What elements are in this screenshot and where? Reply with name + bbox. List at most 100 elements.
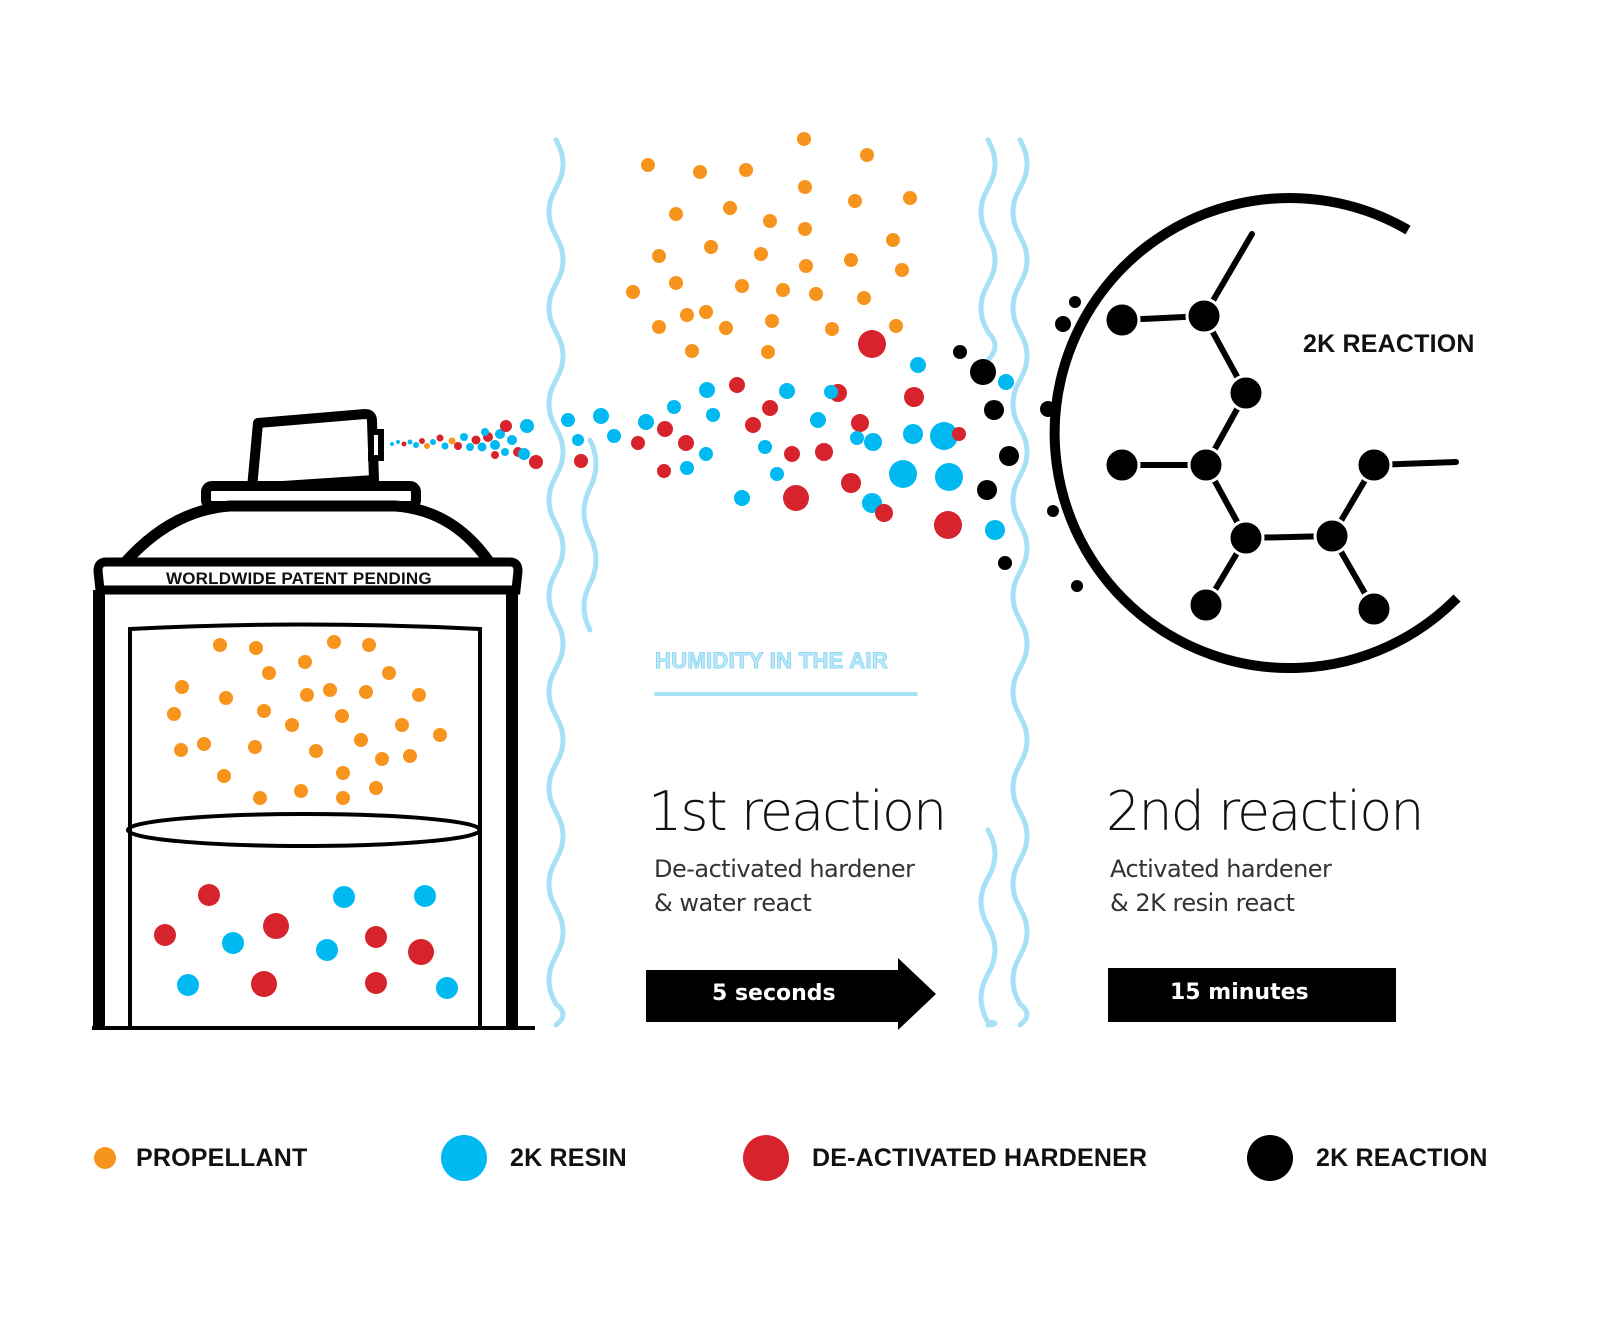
legend-propellant-dot-icon — [94, 1147, 116, 1169]
resin-particle — [518, 448, 530, 460]
propellant-particle — [739, 163, 753, 177]
molecule-atom — [1185, 297, 1223, 335]
reaction-particle — [953, 345, 967, 359]
second-reaction-desc-2: & 2K resin react — [1110, 889, 1295, 917]
hardener-particle — [858, 330, 886, 358]
propellant-particle — [433, 728, 447, 742]
resin-particle — [414, 885, 436, 907]
propellant-particle — [857, 291, 871, 305]
propellant-particle — [354, 733, 368, 747]
hardener-particle — [657, 464, 671, 478]
humidity-wave — [546, 137, 566, 1028]
first-duration-arrow — [646, 958, 936, 1030]
resin-particle — [561, 413, 575, 427]
hardener-particle — [500, 420, 512, 432]
propellant-particle — [448, 437, 456, 445]
molecule-atoms — [1103, 297, 1393, 628]
resin-particle — [436, 977, 458, 999]
hardener-particle — [745, 417, 761, 433]
resin-particle — [850, 431, 864, 445]
resin-particle — [177, 974, 199, 996]
propellant-particle — [641, 158, 655, 172]
hardener-particle — [198, 884, 220, 906]
propellant-particle — [844, 253, 858, 267]
resin-particle — [390, 442, 394, 446]
humidity-wave — [978, 827, 998, 1028]
propellant-particle — [895, 263, 909, 277]
resin-particle — [477, 442, 487, 452]
molecule-atom — [1227, 519, 1265, 557]
legend-hardener-dot-icon — [743, 1135, 789, 1181]
resin-particle — [706, 408, 720, 422]
molecule-atom — [1187, 446, 1225, 484]
can-dome — [117, 500, 497, 570]
propellant-particle — [300, 688, 314, 702]
propellant-particle — [217, 769, 231, 783]
hardener-particle — [815, 443, 833, 461]
propellant-particle — [362, 638, 376, 652]
propellant-particle — [369, 781, 383, 795]
propellant-particle — [294, 784, 308, 798]
resin-particle — [779, 383, 795, 399]
hardener-particle — [729, 377, 745, 393]
propellant-particle — [669, 207, 683, 221]
molecule-atom — [1355, 590, 1393, 628]
molecule-atom — [1355, 446, 1393, 484]
reaction-particle — [984, 400, 1004, 420]
propellant-particle — [257, 704, 271, 718]
hardener-particle — [952, 427, 966, 441]
molecule-atom — [1227, 374, 1265, 412]
legend-resin-dot-icon — [441, 1135, 487, 1181]
propellant-particle — [213, 638, 227, 652]
resin-particle — [466, 443, 474, 451]
molecule-ring — [1049, 193, 1461, 673]
humidity-wave — [581, 437, 599, 633]
resin-particle — [864, 433, 882, 451]
spray-can — [92, 409, 535, 1030]
propellant-particle — [754, 247, 768, 261]
resin-particle — [460, 433, 468, 441]
hardener-particle — [454, 442, 462, 450]
resin-particle — [495, 429, 505, 439]
propellant-particle — [327, 635, 341, 649]
resin-particle — [758, 440, 772, 454]
propellant-particle — [809, 287, 823, 301]
propellant-particle — [825, 322, 839, 336]
legend-resin-label: 2K RESIN — [510, 1144, 627, 1172]
resin-particle — [396, 440, 400, 444]
resin-particle — [889, 460, 917, 488]
propellant-particle — [336, 766, 350, 780]
legend-reaction-label: 2K REACTION — [1316, 1144, 1488, 1172]
resin-particle — [222, 932, 244, 954]
legend-reaction-dot-icon — [1247, 1135, 1293, 1181]
legend-hardener-label: DE-ACTIVATED HARDENER — [812, 1144, 1148, 1172]
hardener-particle — [251, 971, 277, 997]
second-duration-box — [1108, 968, 1396, 1022]
first-reaction-duration: 5 seconds — [712, 981, 836, 1006]
resin-particle — [507, 435, 517, 445]
propellant-particle — [685, 344, 699, 358]
molecule-diagram — [1049, 193, 1461, 673]
propellant-particle — [359, 685, 373, 699]
reaction-particle — [977, 480, 997, 500]
resin-particle — [430, 439, 436, 445]
resin-particle — [910, 357, 926, 373]
hardener-particle — [436, 434, 444, 442]
resin-particle — [413, 442, 419, 448]
propellant-particle — [763, 214, 777, 228]
resin-particle — [770, 467, 784, 481]
propellant-particle — [219, 691, 233, 705]
resin-particle — [607, 429, 621, 443]
resin-particle — [667, 400, 681, 414]
inner-chamber — [128, 622, 482, 1028]
propellant-particle — [424, 443, 430, 449]
second-reaction-duration: 15 minutes — [1170, 980, 1309, 1005]
hardener-particle — [491, 451, 499, 459]
resin-particle — [481, 428, 489, 436]
molecule-atom — [1313, 517, 1351, 555]
molecule-atom — [1103, 301, 1141, 339]
molecule-atom — [1187, 586, 1225, 624]
can-nozzle — [368, 429, 384, 461]
